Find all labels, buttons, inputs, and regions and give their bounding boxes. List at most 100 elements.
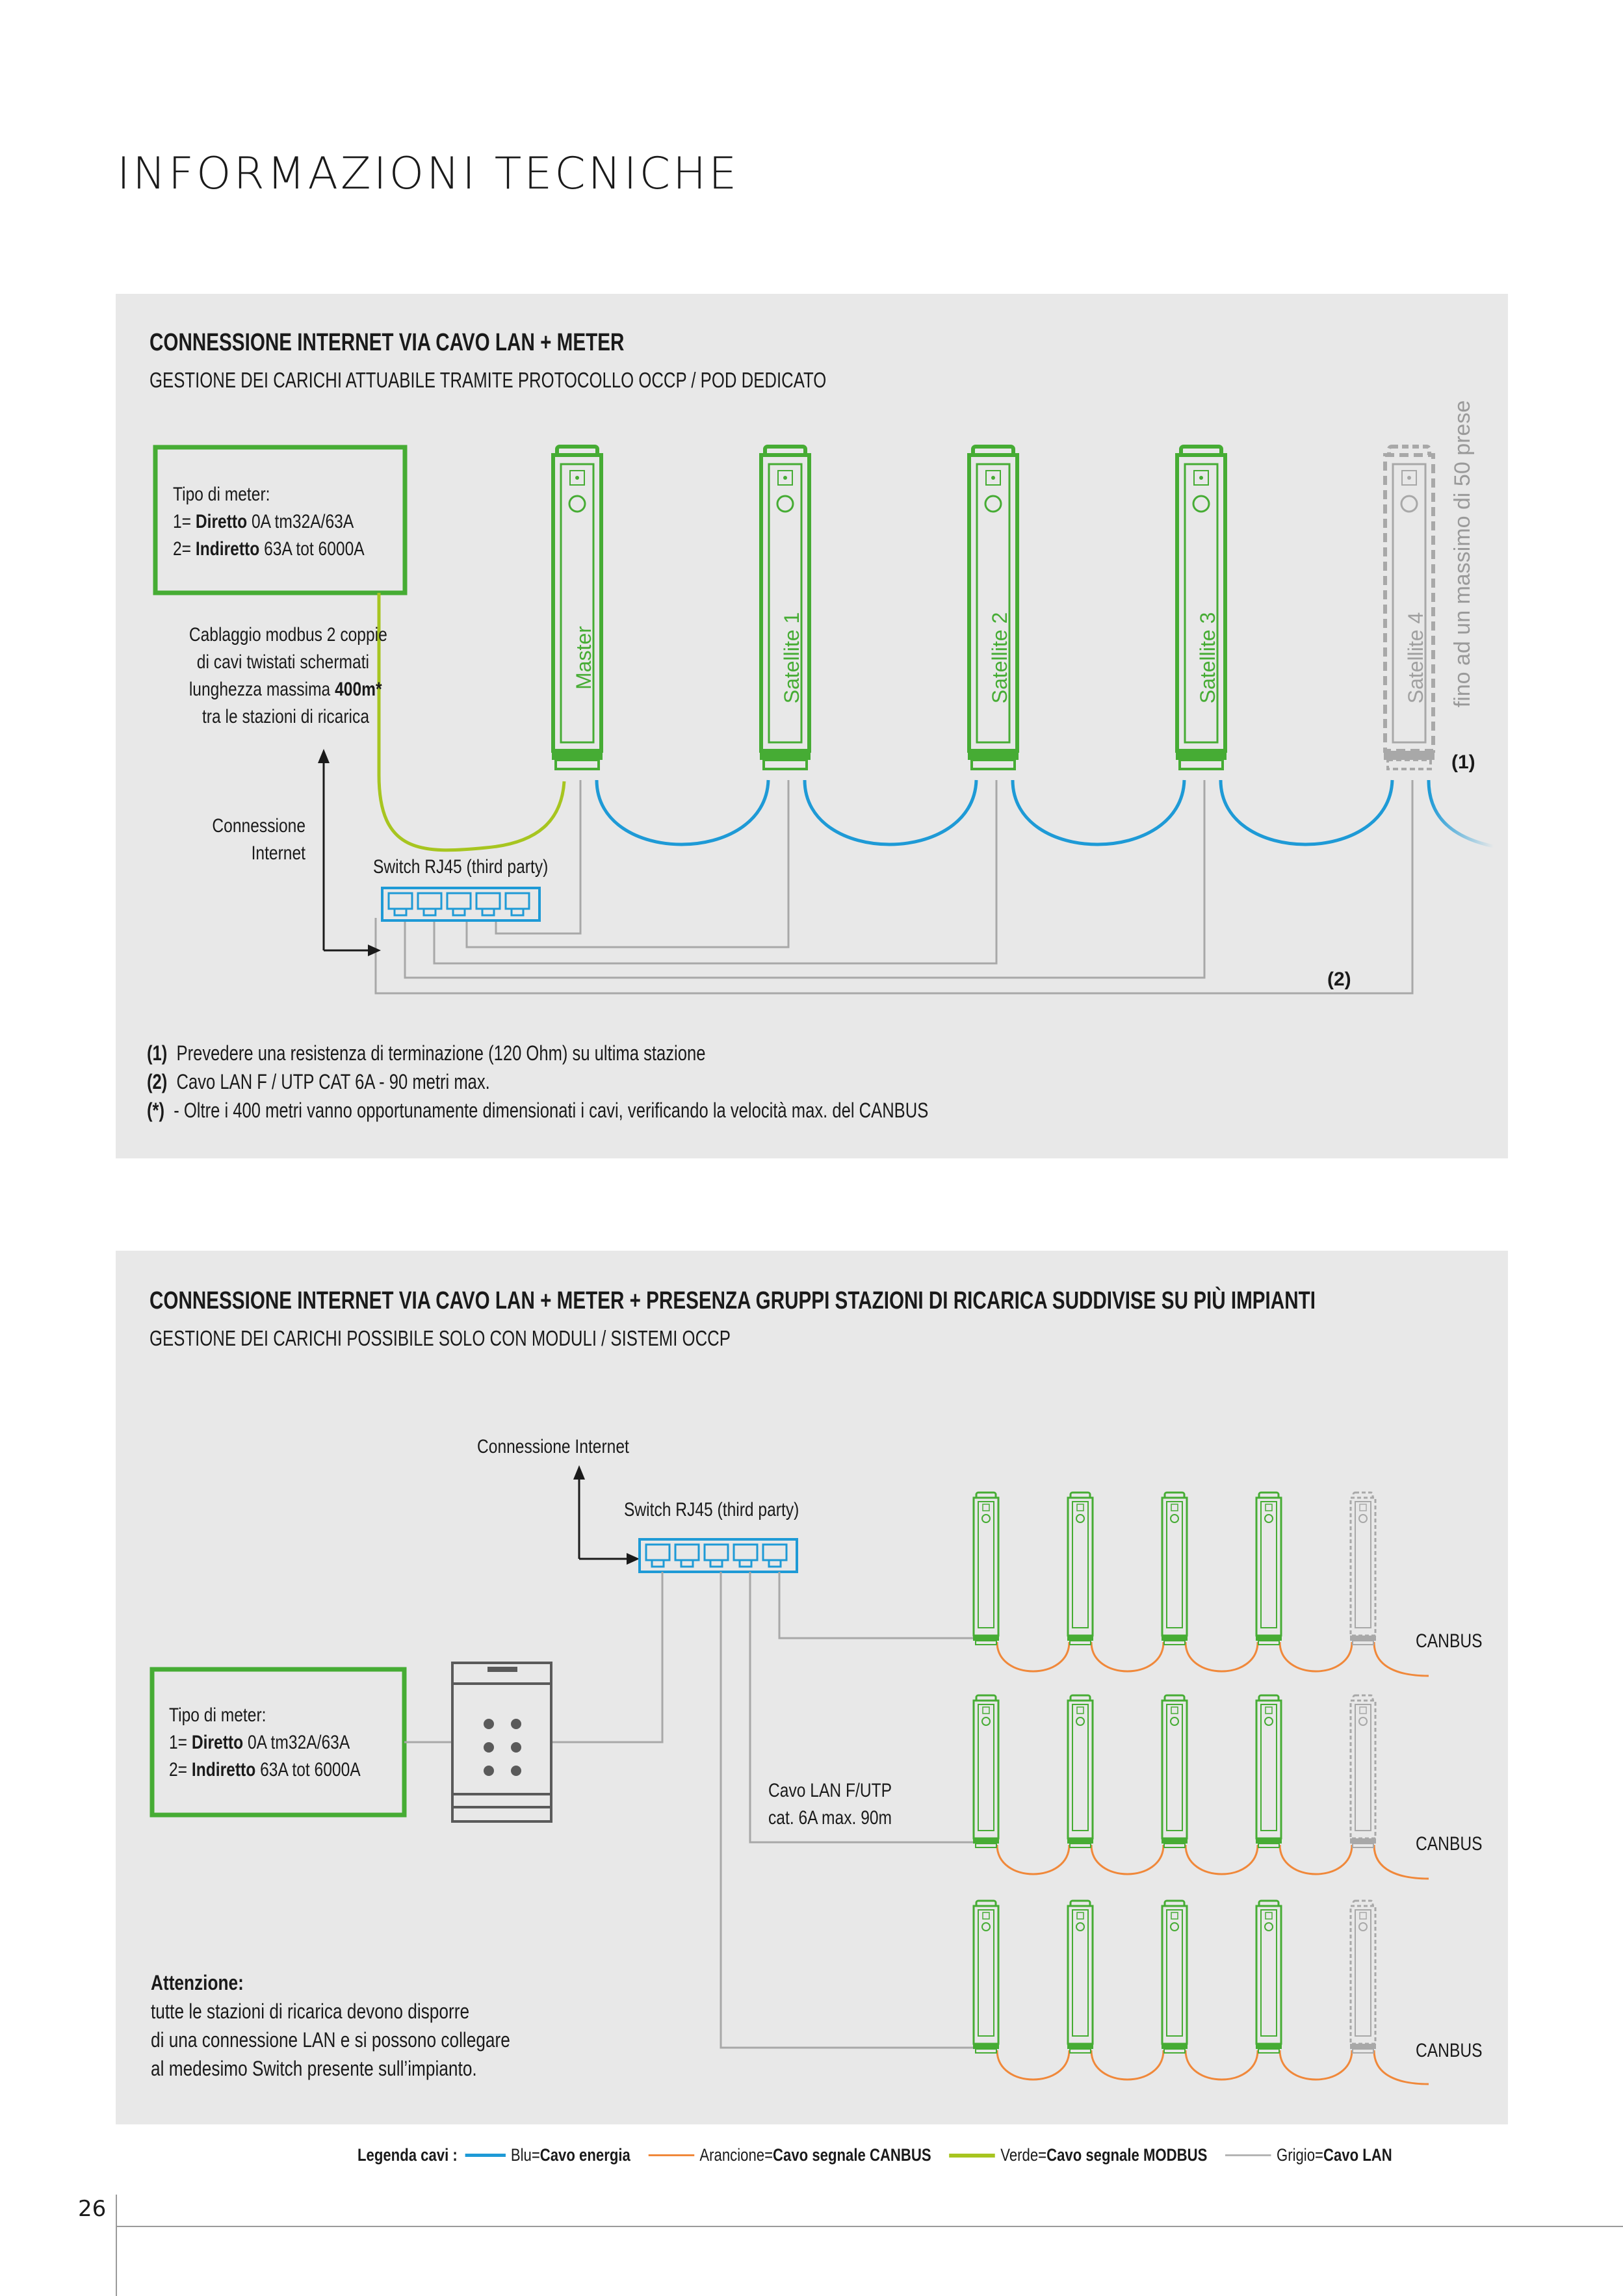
canbus-label-3: CANBUS xyxy=(1416,2040,1483,2061)
note-2: (2) Cavo LAN F / UTP CAT 6A - 90 metri m… xyxy=(147,1067,928,1096)
station-mini xyxy=(1349,1694,1377,1848)
section2-drawing xyxy=(149,1465,1429,2085)
note-1-text: Prevedere una resistenza di terminazione… xyxy=(176,1041,706,1065)
section2-arrow-up-head xyxy=(573,1465,585,1480)
station-mini xyxy=(1255,1899,1282,2054)
station-mini xyxy=(972,1899,1000,2054)
meter2-line-1-bold: Diretto xyxy=(191,1732,244,1753)
station-satellite-4 xyxy=(1383,445,1435,770)
meter2-line-2-rest: 63A tot 6000A xyxy=(255,1759,361,1781)
legend-gray-meaning: Cavo LAN xyxy=(1323,2145,1392,2165)
canbus-cable xyxy=(996,1844,1071,1875)
legend-gray-name: Grigio xyxy=(1276,2145,1316,2165)
legend-blue-eq: = xyxy=(531,2145,540,2165)
legend-blue-meaning: Cavo energia xyxy=(539,2145,630,2165)
canbus-cable xyxy=(1279,1641,1353,1673)
note-3-text: - Oltre i 400 metri vanno opportunamente… xyxy=(174,1099,929,1122)
cable-label-2-line-2: cat. 6A max. 90m xyxy=(768,1807,892,1829)
modbus-note-line-2: di cavi twistati schermati xyxy=(196,651,369,673)
canbus-cable xyxy=(1373,1844,1429,1880)
station-label-satellite-1: Satellite 1 xyxy=(780,612,803,704)
modbus-note-line-3-bold: 400m* xyxy=(335,679,382,700)
switch-label-1: Switch RJ45 (third party) xyxy=(373,856,549,878)
canbus-label-2: CANBUS xyxy=(1416,1833,1483,1855)
station-satellite-3 xyxy=(1175,445,1227,770)
energy-cable-2 xyxy=(803,779,978,846)
cable-legend: Legenda cavi : Blu = Cavo energia Aranci… xyxy=(357,2145,1619,2165)
warning-line-3: al medesimo Switch presente sull’impiant… xyxy=(151,2057,477,2080)
meter2-line-2-bold: Indiretto xyxy=(191,1759,256,1781)
warning-line-1: tutte le stazioni di ricarica devono dis… xyxy=(151,2000,470,2023)
legend-swatch-blue xyxy=(465,2154,506,2157)
meter-line-2-prefix: 2= xyxy=(173,538,196,560)
station-mini xyxy=(1255,1491,1282,1645)
canbus-cable xyxy=(1373,2050,1429,2085)
lan-cables-2 xyxy=(551,1572,975,2049)
cable-label-2: Cavo LAN F/UTP cat. 6A max. 90m xyxy=(768,1777,919,1832)
switch-label-2: Switch RJ45 (third party) xyxy=(624,1499,799,1520)
energy-cable-1 xyxy=(595,779,770,846)
section1-notes: (1) Prevedere una resistenza di terminaz… xyxy=(147,1039,1124,1125)
note-2-key: (2) xyxy=(147,1070,168,1093)
marker-1: (1) xyxy=(1451,751,1475,773)
canbus-cable xyxy=(996,1641,1071,1673)
legend-orange-name: Arancione xyxy=(699,2145,765,2165)
meter-line-2-rest: 63A tot 6000A xyxy=(259,538,365,560)
internet-label-1-line-1: Connessione xyxy=(212,815,305,837)
section1-diagram: Master Satellite 1 Satellite 2 Satellite… xyxy=(153,400,1494,995)
modbus-note-line-1: Cablaggio modbus 2 coppie xyxy=(188,624,387,646)
meter-device xyxy=(451,1662,552,1823)
meter-box-1 xyxy=(153,445,408,595)
warning-title: Attenzione: xyxy=(151,1971,244,1994)
warning-line-2: di una connessione LAN e si possono coll… xyxy=(151,2028,510,2052)
canbus-cable xyxy=(1184,1641,1259,1673)
station-mini xyxy=(1349,1491,1377,1645)
legend-orange-eq: = xyxy=(764,2145,773,2165)
meter-box-1-text: Tipo di meter: 1= Diretto 0A tm32A/63A 2… xyxy=(173,481,406,563)
canbus-cable xyxy=(1090,1844,1165,1875)
station-mini xyxy=(1161,1694,1188,1848)
station-label-satellite-4: Satellite 4 xyxy=(1404,612,1427,704)
legend-blue-name: Blu xyxy=(510,2145,532,2165)
meter2-line-1-prefix: 1= xyxy=(169,1732,192,1753)
canbus-cable xyxy=(1279,1844,1353,1875)
station-mini xyxy=(972,1694,1000,1848)
page-number: 26 xyxy=(78,2196,107,2222)
legend-gray-eq: = xyxy=(1315,2145,1323,2165)
station-mini xyxy=(1161,1491,1188,1645)
canbus-cable xyxy=(1090,2050,1165,2081)
station-mini xyxy=(1067,1694,1094,1848)
station-rows xyxy=(972,1491,1429,2085)
note-1: (1) Prevedere una resistenza di terminaz… xyxy=(147,1039,928,1067)
legend-green-meaning: Cavo segnale MODBUS xyxy=(1046,2145,1208,2165)
switch-arrow-head xyxy=(368,945,381,956)
station-master xyxy=(551,445,603,770)
station-mini xyxy=(1067,1899,1094,2054)
station-mini xyxy=(1349,1899,1377,2054)
meter-line-1-rest: 0A tm32A/63A xyxy=(247,511,354,532)
internet-label-2: Connessione Internet xyxy=(477,1436,629,1457)
station-satellite-1 xyxy=(759,445,811,770)
canbus-cable xyxy=(1090,1641,1165,1673)
canbus-cable xyxy=(1184,1844,1259,1875)
note-2-text: Cavo LAN F / UTP CAT 6A - 90 metri max. xyxy=(176,1070,490,1093)
modbus-note-line-4: tra le stazioni di ricarica xyxy=(201,706,369,727)
meter-line-1-bold: Diretto xyxy=(195,511,248,532)
note-1-key: (1) xyxy=(147,1041,168,1065)
warning-block: Attenzione: tutte le stazioni di ricaric… xyxy=(151,1968,589,2083)
meter-box-2 xyxy=(149,1667,407,1818)
station-label-master: Master xyxy=(572,626,595,690)
legend-orange-meaning: Cavo segnale CANBUS xyxy=(773,2145,931,2165)
canbus-cable xyxy=(1373,1641,1429,1677)
meter2-line-2-prefix: 2= xyxy=(169,1759,192,1781)
energy-cable-3 xyxy=(1011,779,1186,846)
canbus-cable xyxy=(996,2050,1071,2081)
canbus-cable xyxy=(1184,2050,1259,2081)
modbus-note: Cablaggio modbus 2 coppie di cavi twista… xyxy=(149,621,387,731)
section1-panel xyxy=(116,294,1508,1158)
section1-heading: CONNESSIONE INTERNET VIA CAVO LAN + METE… xyxy=(149,329,625,356)
energy-cable-5 xyxy=(1427,779,1494,848)
meter-box-2-text: Tipo di meter: 1= Diretto 0A tm32A/63A 2… xyxy=(169,1702,402,1784)
lan-cables-1 xyxy=(374,780,1414,995)
legend-green-eq: = xyxy=(1038,2145,1047,2165)
